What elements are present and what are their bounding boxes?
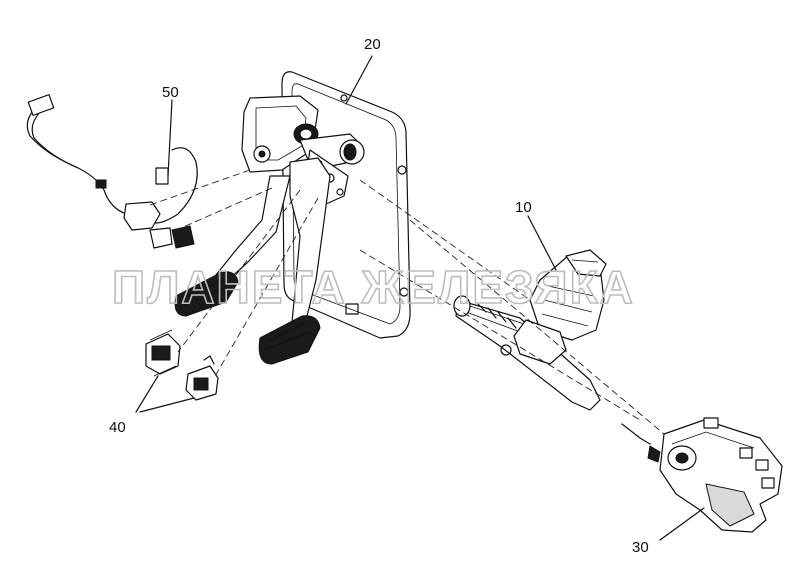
leader-40a <box>135 375 159 413</box>
callout-10: 10 <box>515 199 532 216</box>
callout-30: 30 <box>632 539 649 556</box>
leader-lines <box>135 55 705 541</box>
right-pedal <box>258 157 331 365</box>
wiring-harness <box>26 94 198 249</box>
callout-40: 40 <box>109 419 126 436</box>
watermark-text: ПЛАНЕТА ЖЕЛЕЗЯКА <box>112 261 635 313</box>
leader-30 <box>659 507 705 541</box>
leader-50 <box>167 99 173 177</box>
brake-valve <box>621 417 783 533</box>
master-cylinder <box>453 249 607 411</box>
pedal-sensors <box>145 329 219 401</box>
callout-50: 50 <box>162 84 179 101</box>
left-pedal <box>174 175 291 317</box>
callout-20: 20 <box>364 36 381 53</box>
assembly-lines <box>149 169 665 435</box>
leader-20 <box>345 55 373 105</box>
leader-10 <box>527 215 557 271</box>
leader-40b <box>139 397 195 413</box>
